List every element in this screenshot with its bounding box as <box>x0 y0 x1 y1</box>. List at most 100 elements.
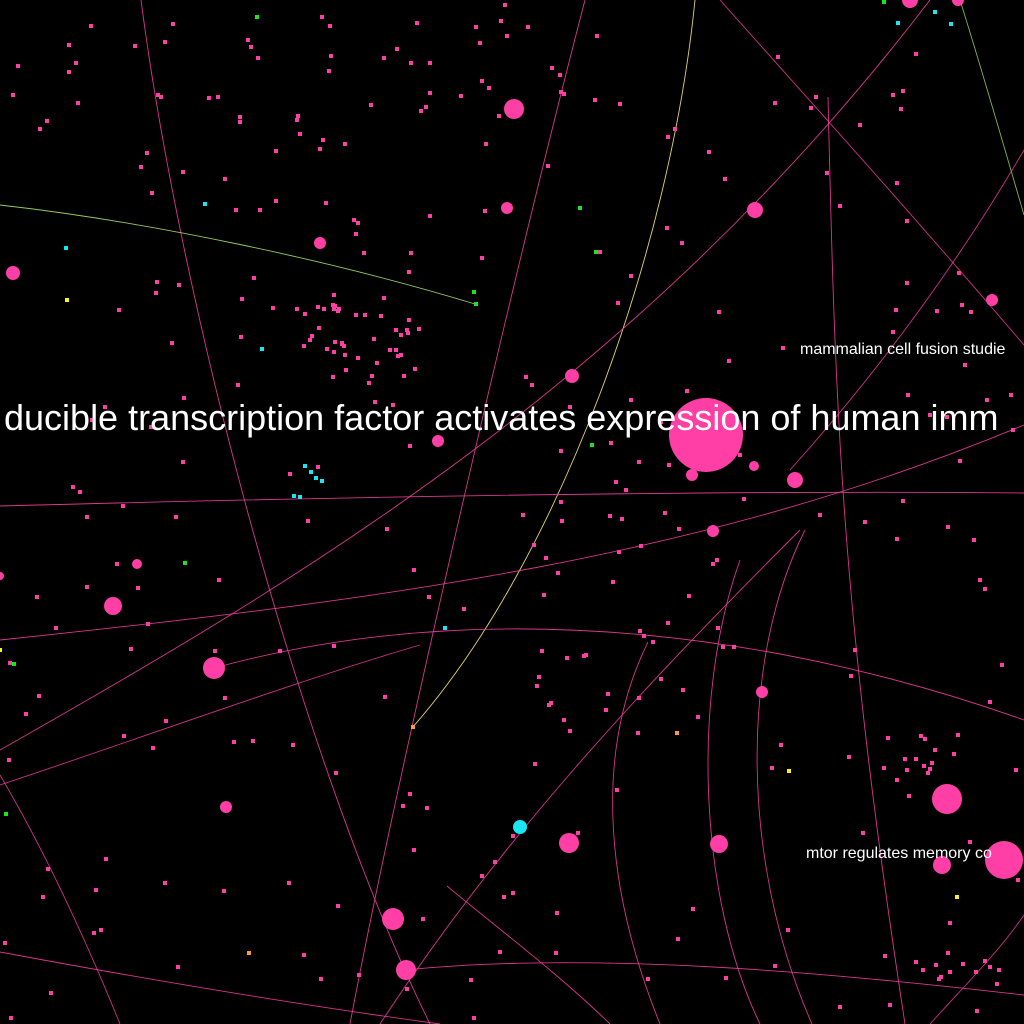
node-small-199[interactable] <box>7 758 11 762</box>
node-small-64[interactable] <box>136 586 140 590</box>
node-small-colored-4[interactable] <box>474 302 478 306</box>
node-small-colored-18[interactable] <box>298 495 302 499</box>
node-small-156[interactable] <box>1009 393 1013 397</box>
node-small-colored-5[interactable] <box>590 443 594 447</box>
node-large-27[interactable] <box>952 0 964 6</box>
node-small-244[interactable] <box>405 328 409 332</box>
node-small-51[interactable] <box>838 1005 842 1009</box>
node-small-110[interactable] <box>546 164 550 168</box>
node-small-colored-1[interactable] <box>578 206 582 210</box>
node-small-0[interactable] <box>37 694 41 698</box>
node-small-269[interactable] <box>333 304 337 308</box>
node-small-241[interactable] <box>382 296 386 300</box>
node-small-223[interactable] <box>428 214 432 218</box>
node-small-330[interactable] <box>558 73 562 77</box>
node-small-128[interactable] <box>240 297 244 301</box>
node-small-colored-11[interactable] <box>64 246 68 250</box>
node-small-164[interactable] <box>409 61 413 65</box>
node-small-196[interactable] <box>412 848 416 852</box>
node-small-40[interactable] <box>291 743 295 747</box>
node-small-122[interactable] <box>502 895 506 899</box>
node-small-197[interactable] <box>676 937 680 941</box>
label-big-title[interactable]: ducible transcription factor activates e… <box>4 397 998 438</box>
node-small-colored-17[interactable] <box>292 494 296 498</box>
node-small-49[interactable] <box>278 649 282 653</box>
node-small-95[interactable] <box>723 177 727 181</box>
node-large-4[interactable] <box>6 266 20 280</box>
node-small-188[interactable] <box>99 928 103 932</box>
node-small-56[interactable] <box>559 449 563 453</box>
node-large-6[interactable] <box>986 294 998 306</box>
node-small-149[interactable] <box>370 374 374 378</box>
node-large-10[interactable] <box>749 461 759 471</box>
node-small-154[interactable] <box>213 649 217 653</box>
node-small-216[interactable] <box>146 622 150 626</box>
node-small-267[interactable] <box>399 353 403 357</box>
node-small-242[interactable] <box>394 328 398 332</box>
node-small-331[interactable] <box>415 21 419 25</box>
node-small-205[interactable] <box>609 441 613 445</box>
node-small-215[interactable] <box>914 52 918 56</box>
node-small-326[interactable] <box>478 41 482 45</box>
node-small-60[interactable] <box>905 219 909 223</box>
node-small-349[interactable] <box>256 56 260 60</box>
node-small-131[interactable] <box>960 303 964 307</box>
node-small-14[interactable] <box>405 987 409 991</box>
node-small-34[interactable] <box>155 280 159 284</box>
node-small-227[interactable] <box>863 520 867 524</box>
node-small-194[interactable] <box>617 550 621 554</box>
node-small-172[interactable] <box>35 595 39 599</box>
node-small-200[interactable] <box>295 118 299 122</box>
node-small-17[interactable] <box>680 241 684 245</box>
node-small-41[interactable] <box>170 341 174 345</box>
node-small-221[interactable] <box>895 537 899 541</box>
node-large-7[interactable] <box>565 369 579 383</box>
node-small-173[interactable] <box>94 888 98 892</box>
node-small-334[interactable] <box>480 79 484 83</box>
node-small-167[interactable] <box>271 306 275 310</box>
node-small-44[interactable] <box>568 729 572 733</box>
node-small-289[interactable] <box>948 970 952 974</box>
node-small-316[interactable] <box>584 653 588 657</box>
node-small-235[interactable] <box>407 318 411 322</box>
node-small-76[interactable] <box>362 251 366 255</box>
node-small-166[interactable] <box>11 93 15 97</box>
label-mtor-memory[interactable]: mtor regulates memory co <box>806 845 992 862</box>
node-small-71[interactable] <box>562 92 566 96</box>
node-small-304[interactable] <box>565 656 569 660</box>
node-small-colored-8[interactable] <box>4 812 8 816</box>
node-small-220[interactable] <box>407 270 411 274</box>
node-small-318[interactable] <box>542 593 546 597</box>
node-small-45[interactable] <box>945 415 949 419</box>
node-large-1[interactable] <box>504 99 524 119</box>
node-small-92[interactable] <box>983 587 987 591</box>
node-small-285[interactable] <box>961 962 965 966</box>
node-small-228[interactable] <box>646 977 650 981</box>
node-large-18[interactable] <box>985 841 1023 879</box>
node-small-280[interactable] <box>956 733 960 737</box>
node-small-165[interactable] <box>8 661 12 665</box>
node-small-342[interactable] <box>318 147 322 151</box>
node-large-28[interactable] <box>0 572 4 580</box>
node-small-3[interactable] <box>849 674 853 678</box>
node-small-138[interactable] <box>104 857 108 861</box>
node-small-354[interactable] <box>246 38 250 42</box>
node-small-35[interactable] <box>92 931 96 935</box>
node-small-2[interactable] <box>408 792 412 796</box>
node-small-colored-9[interactable] <box>882 0 886 4</box>
node-small-361[interactable] <box>89 24 93 28</box>
node-small-86[interactable] <box>935 309 939 313</box>
node-small-colored-15[interactable] <box>314 476 318 480</box>
node-small-146[interactable] <box>969 310 973 314</box>
node-small-66[interactable] <box>604 708 608 712</box>
node-small-185[interactable] <box>948 921 952 925</box>
node-small-129[interactable] <box>324 201 328 205</box>
node-small-30[interactable] <box>182 396 186 400</box>
node-small-163[interactable] <box>223 177 227 181</box>
node-small-168[interactable] <box>946 951 950 955</box>
node-small-258[interactable] <box>399 333 403 337</box>
node-large-17[interactable] <box>932 784 962 814</box>
node-small-24[interactable] <box>727 359 731 363</box>
node-small-39[interactable] <box>9 1016 13 1020</box>
node-small-257[interactable] <box>337 307 341 311</box>
